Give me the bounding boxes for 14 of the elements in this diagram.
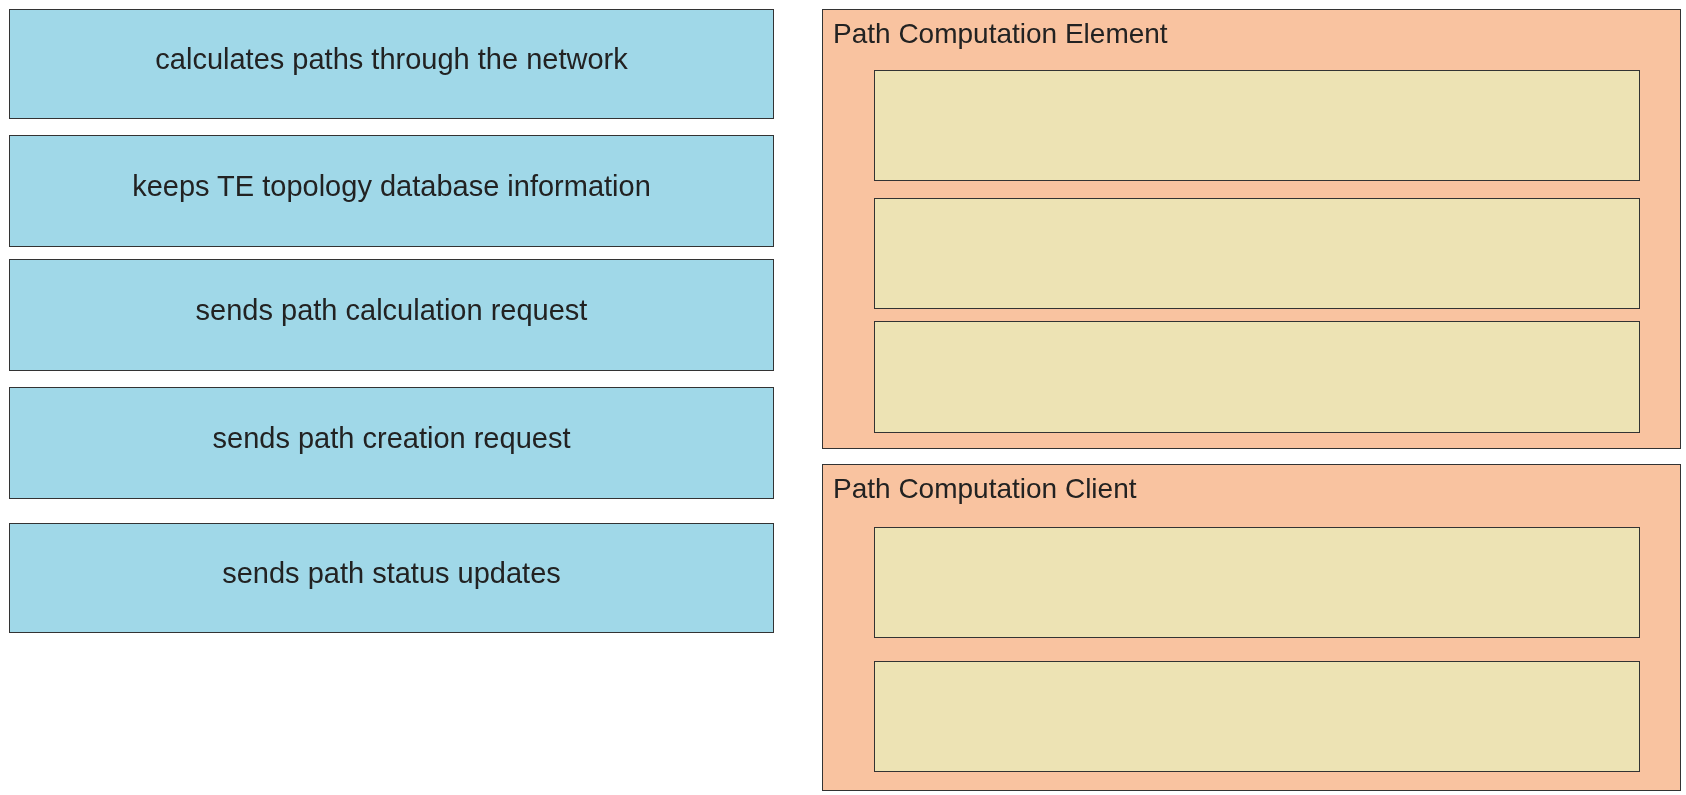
group-panel <box>822 464 1681 791</box>
option-card: sends path status updates <box>9 523 774 633</box>
option-card: calculates paths through the network <box>9 9 774 119</box>
option-card: sends path calculation request <box>9 259 774 371</box>
panel-title: Path Computation Client <box>833 473 1137 505</box>
drop-zone <box>874 661 1640 772</box>
drop-zone <box>874 198 1640 309</box>
drop-zone <box>874 527 1640 638</box>
panel-title: Path Computation Element <box>833 18 1168 50</box>
drop-zone <box>874 70 1640 181</box>
drop-zone <box>874 321 1640 433</box>
option-card: sends path creation request <box>9 387 774 499</box>
option-card: keeps TE topology database information <box>9 135 774 247</box>
group-panel <box>822 9 1681 449</box>
